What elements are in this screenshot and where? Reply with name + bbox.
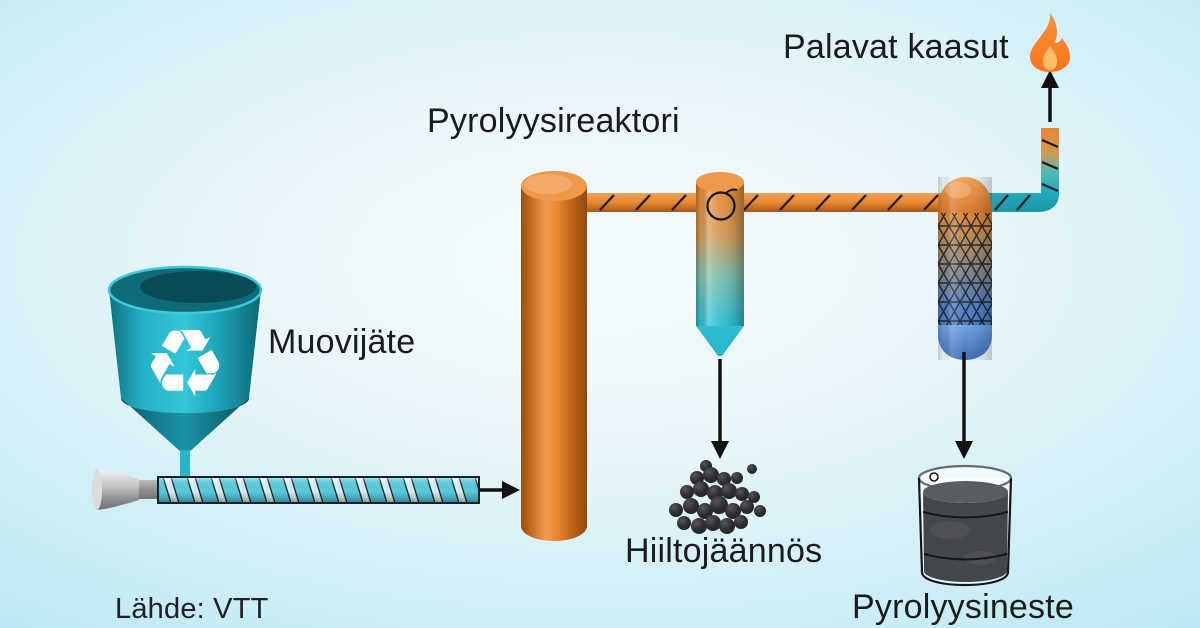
char-pile-icon: [669, 460, 766, 534]
label-combustible-gases: Palavat kaasut: [783, 28, 1009, 66]
gas-pipe: [560, 193, 960, 212]
flame-icon: [1030, 13, 1070, 72]
label-reactor: Pyrolyysireaktori: [427, 102, 680, 140]
label-char-residue: Hiiltojäännös: [625, 532, 823, 570]
cyclone-separator: [696, 172, 744, 356]
reactor-column: [521, 171, 587, 541]
motor: [91, 469, 159, 510]
gas-arrow: [1041, 70, 1059, 122]
char-arrow: [711, 359, 729, 459]
source-credit: Lähde: VTT: [115, 593, 269, 625]
screw-conveyor: [91, 469, 480, 510]
flue-pipe: [985, 128, 1059, 212]
feed-arrow: [479, 481, 520, 499]
hopper: ♻: [107, 265, 263, 480]
condenser-column: [938, 177, 992, 360]
label-pyrolysis-liquid: Pyrolyysineste: [852, 588, 1074, 626]
liquid-arrow: [955, 352, 973, 459]
recycling-icon: ♻: [143, 310, 227, 419]
vortex-icon: [706, 188, 738, 221]
liquid-container: [917, 464, 1013, 587]
label-plastic-waste: Muovijäte: [268, 323, 416, 361]
